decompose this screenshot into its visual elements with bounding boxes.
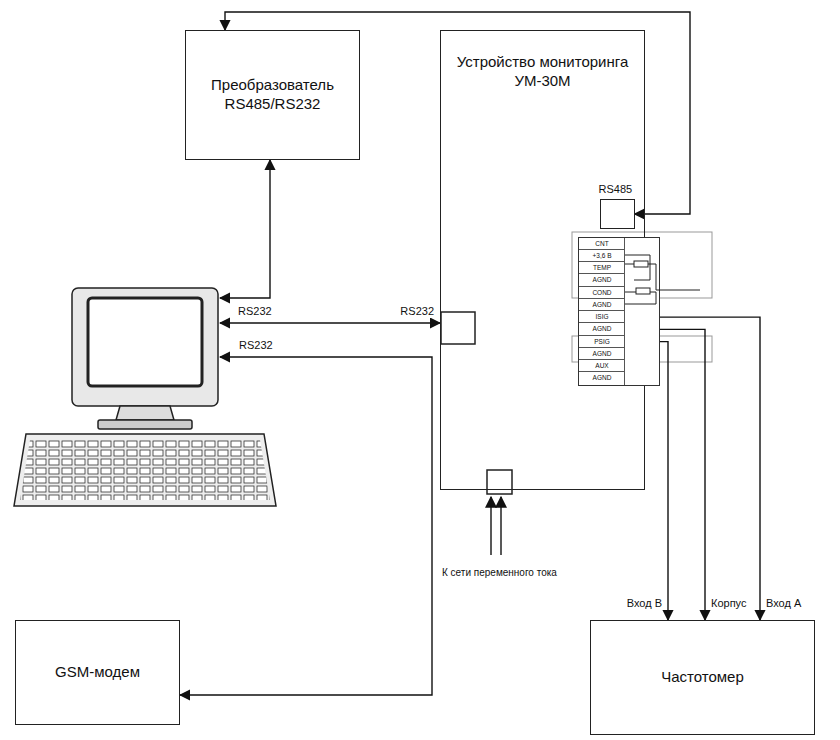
- terminal-strip: CNT+3,6 ВTEMPAGNDCONDAGNDISIGAGNDPSIGAGN…: [578, 237, 660, 386]
- terminal-name: AUX: [579, 360, 625, 372]
- connector: [660, 317, 761, 620]
- terminal-name: COND: [579, 287, 625, 299]
- node-label: RS485: [599, 183, 633, 197]
- connector-label: Корпус: [709, 597, 748, 610]
- rs232-port: [441, 312, 475, 344]
- mains-input: [487, 470, 512, 555]
- connector-label: RS232: [237, 339, 275, 352]
- terminal-name: AGND: [579, 348, 625, 360]
- terminal-name: AGND: [579, 372, 625, 384]
- terminal-name: AGND: [579, 274, 625, 286]
- terminal-name: PSIG: [579, 336, 625, 348]
- connector: [660, 342, 669, 620]
- terminal-name: AGND: [579, 323, 625, 335]
- terminal-name: CNT: [579, 238, 625, 250]
- interface-label: RS232: [236, 305, 274, 318]
- connector: [180, 357, 432, 695]
- device-box: Устройство мониторинга УМ-30М RS485CNT+3,…: [440, 30, 645, 490]
- terminal-name: ISIG: [579, 311, 625, 323]
- resistor-symbol: [625, 255, 700, 290]
- mains-label: К сети переменного тока: [440, 566, 559, 579]
- connector-label: Вход А: [764, 597, 803, 610]
- terminal-name: +3,6 В: [579, 250, 625, 262]
- node-label: Устройство мониторинга УМ-30М: [449, 53, 636, 91]
- node-label: Преобразователь RS485/RS232: [192, 76, 353, 114]
- node-label: Частотомер: [661, 668, 744, 687]
- connector: [220, 322, 440, 323]
- connector-label: RS232: [398, 305, 436, 318]
- converter-box: Преобразователь RS485/RS232: [185, 30, 360, 160]
- computer-illustration: [14, 288, 276, 506]
- modem-box: GSM-модем: [15, 620, 180, 725]
- connector: [660, 329, 706, 620]
- resistor-symbol: [625, 288, 656, 304]
- connector: [220, 160, 270, 298]
- terminal-name: AGND: [579, 299, 625, 311]
- terminal-name: TEMP: [579, 262, 625, 274]
- port-box: RS485: [600, 199, 635, 229]
- node-label: GSM-модем: [55, 663, 140, 682]
- connector-label: Вход В: [625, 597, 664, 610]
- connector: [225, 12, 690, 214]
- meter-box: Частотомер: [590, 620, 815, 735]
